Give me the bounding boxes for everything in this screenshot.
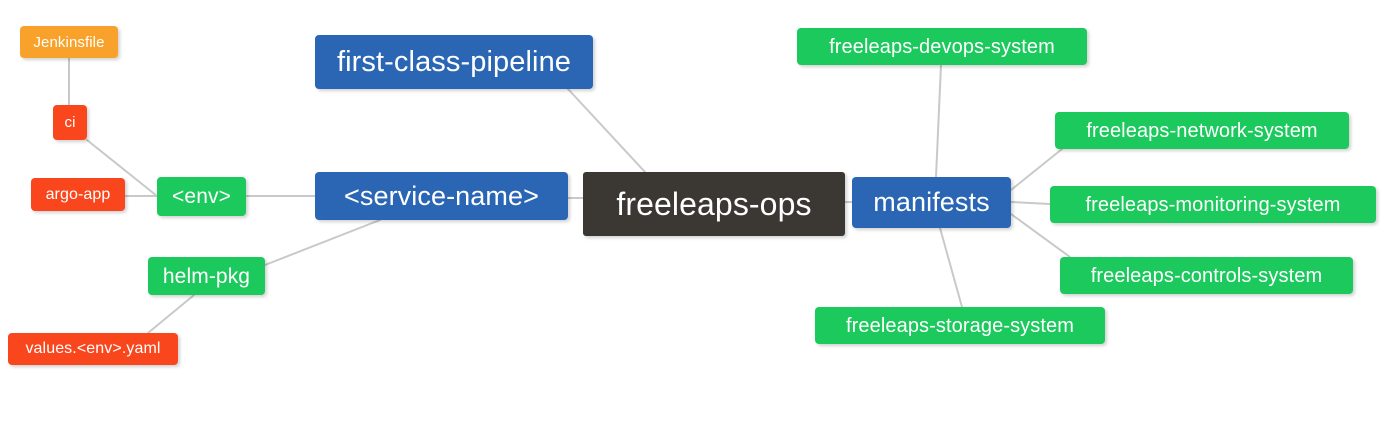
node-helm-pkg[interactable]: helm-pkg — [148, 257, 265, 295]
node-label: freeleaps-ops — [616, 186, 812, 222]
node-label: manifests — [873, 187, 990, 217]
node-freeleaps-network-system[interactable]: freeleaps-network-system — [1055, 112, 1349, 149]
node-label: <service-name> — [344, 180, 539, 211]
edge-manifests-to-freeleaps-devops-system — [935, 64, 942, 178]
edge-values-yaml-to-helm-pkg — [147, 294, 195, 334]
node-freeleaps-storage-system[interactable]: freeleaps-storage-system — [815, 307, 1105, 344]
edge-manifests-to-freeleaps-monitoring-system — [1010, 201, 1051, 205]
edge-first-class-pipeline-to-freeleaps-ops — [567, 88, 646, 173]
node-label: freeleaps-monitoring-system — [1085, 193, 1341, 216]
node-values-yaml[interactable]: values.<env>.yaml — [8, 333, 178, 365]
node-env[interactable]: <env> — [157, 177, 246, 216]
edge-manifests-to-freeleaps-network-system — [1010, 148, 1063, 191]
node-freeleaps-monitoring-system[interactable]: freeleaps-monitoring-system — [1050, 186, 1376, 223]
edge-manifests-to-freeleaps-storage-system — [939, 227, 963, 308]
node-label: freeleaps-controls-system — [1090, 264, 1323, 287]
node-first-class-pipeline[interactable]: first-class-pipeline — [315, 35, 593, 89]
node-label: values.<env>.yaml — [25, 340, 161, 357]
node-freeleaps-ops[interactable]: freeleaps-ops — [583, 172, 845, 236]
node-label: freeleaps-network-system — [1086, 119, 1318, 142]
node-manifests[interactable]: manifests — [852, 177, 1011, 228]
node-label: argo-app — [45, 185, 111, 203]
node-service-name[interactable]: <service-name> — [315, 172, 568, 220]
node-jenkinsfile[interactable]: Jenkinsfile — [20, 26, 118, 58]
node-label: ci — [64, 114, 76, 131]
node-label: freeleaps-devops-system — [829, 35, 1055, 58]
node-label: <env> — [172, 185, 231, 208]
node-label: freeleaps-storage-system — [845, 314, 1075, 337]
node-argo-app[interactable]: argo-app — [31, 178, 125, 211]
node-label: first-class-pipeline — [336, 45, 572, 78]
node-freeleaps-devops-system[interactable]: freeleaps-devops-system — [797, 28, 1087, 65]
node-freeleaps-controls-system[interactable]: freeleaps-controls-system — [1060, 257, 1353, 294]
edge-helm-pkg-to-service-name — [264, 219, 381, 266]
node-label: helm-pkg — [162, 264, 251, 288]
node-label: Jenkinsfile — [33, 33, 105, 51]
node-ci[interactable]: ci — [53, 105, 87, 140]
